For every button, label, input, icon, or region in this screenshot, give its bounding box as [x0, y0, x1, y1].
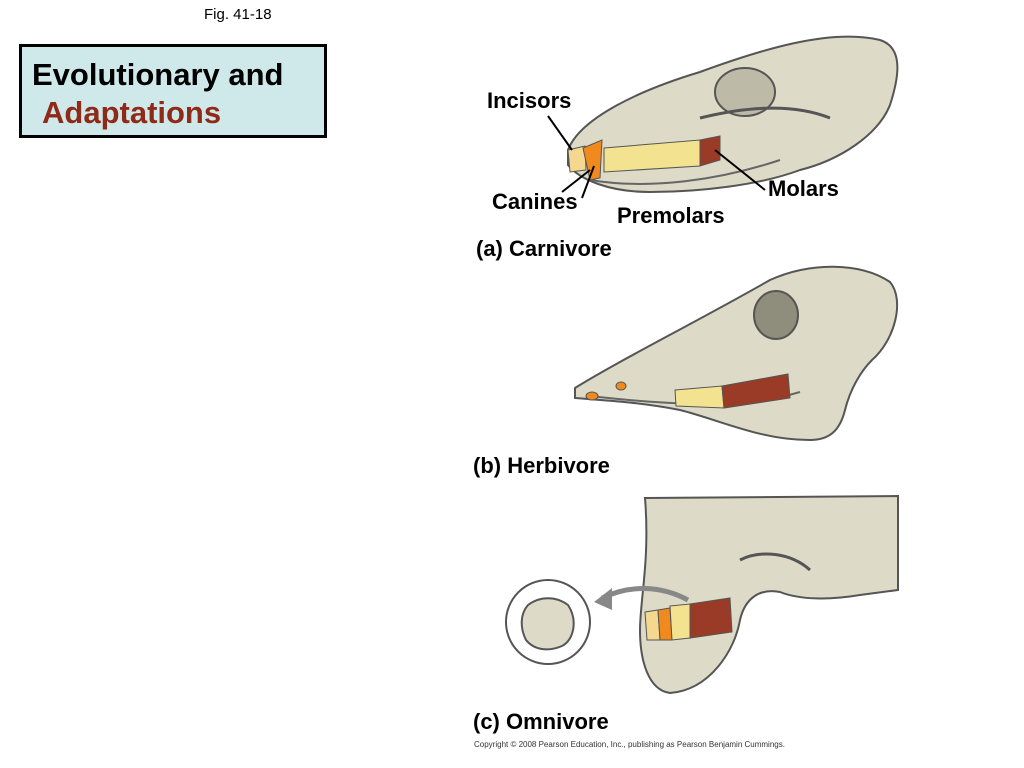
incisors-pointer [547, 115, 573, 151]
canines-pointer-1 [561, 169, 591, 193]
carnivore-molars [699, 135, 721, 167]
premolars-label: Premolars [617, 203, 725, 228]
carnivore-zygomatic-arch [699, 106, 831, 120]
title-line-1: Evolutionary and [32, 57, 284, 92]
omnivore-premolars [669, 603, 691, 641]
incisors-label: Incisors [487, 88, 571, 113]
copyright-notice: Copyright © 2008 Pearson Education, Inc.… [474, 740, 785, 749]
carnivore-jaw-line [589, 159, 781, 185]
omnivore-skull [505, 494, 899, 695]
omnivore-incisors [644, 609, 661, 641]
molars-label: Molars [768, 176, 839, 201]
herbivore-premolars [674, 385, 725, 409]
carnivore-canine [582, 139, 603, 181]
herbivore-skull [574, 265, 899, 442]
herbivore-canine [615, 381, 627, 391]
omnivore-cranium [638, 494, 899, 695]
figure-label: Fig. 41-18 [204, 6, 272, 23]
canines-pointer-2 [581, 165, 595, 199]
herbivore-orbit [753, 290, 799, 340]
molars-pointer [714, 149, 766, 191]
title-line-2: Adaptations [42, 95, 222, 130]
carnivore-caption: (a) Carnivore [476, 236, 612, 261]
carnivore-skull [547, 35, 899, 199]
carnivore-orbit [714, 67, 776, 117]
molar-closeup-tooth [520, 597, 575, 651]
title-box: Evolutionary and Adaptations [19, 44, 327, 138]
omnivore-caption: (c) Omnivore [473, 709, 609, 734]
canines-label: Canines [492, 189, 578, 214]
herbivore-caption: (b) Herbivore [473, 453, 610, 478]
closeup-arrowhead-icon [594, 588, 612, 610]
omnivore-zygomatic-arch [739, 552, 812, 572]
carnivore-incisors [567, 145, 587, 173]
herbivore-incisor [585, 391, 599, 401]
omnivore-molars [689, 597, 733, 639]
herbivore-cranium [574, 265, 899, 442]
herbivore-molars [721, 373, 791, 409]
